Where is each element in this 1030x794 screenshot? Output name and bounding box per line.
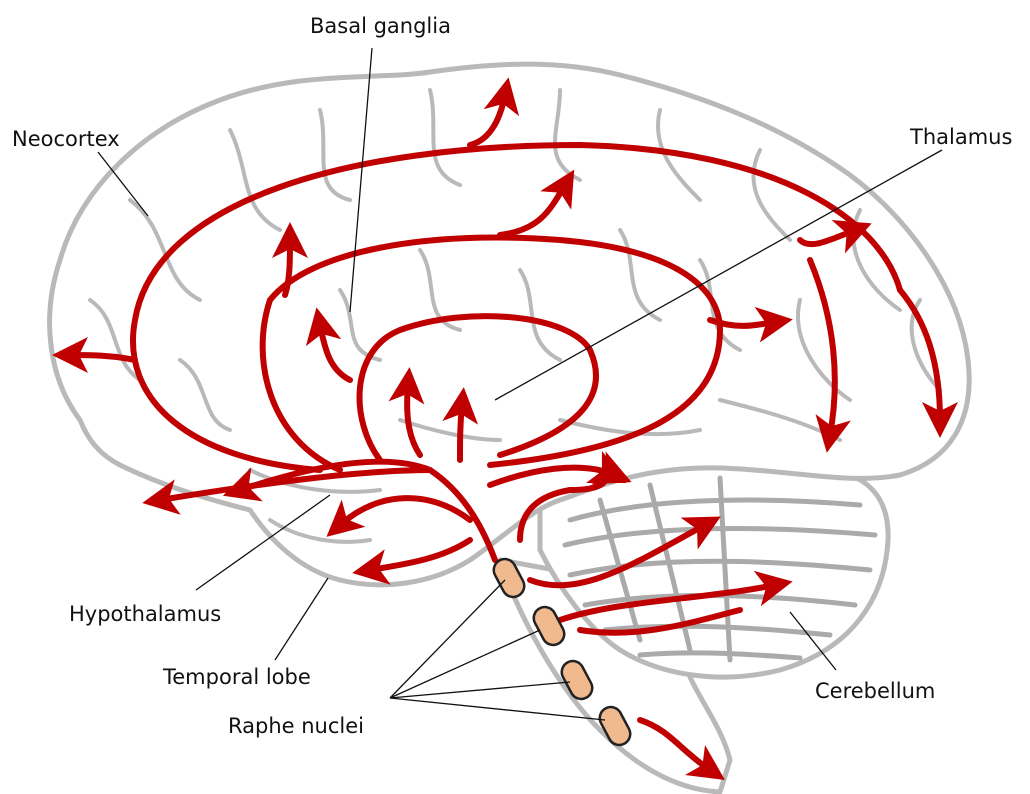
label-cerebellum: Cerebellum	[815, 679, 935, 703]
label-raphe-nuclei: Raphe nuclei	[228, 714, 364, 738]
label-temporal-lobe: Temporal lobe	[162, 665, 311, 689]
label-neocortex: Neocortex	[12, 127, 120, 151]
label-thalamus: Thalamus	[909, 125, 1012, 149]
label-hypothalamus: Hypothalamus	[69, 602, 221, 626]
label-basal-ganglia: Basal ganglia	[310, 14, 451, 38]
